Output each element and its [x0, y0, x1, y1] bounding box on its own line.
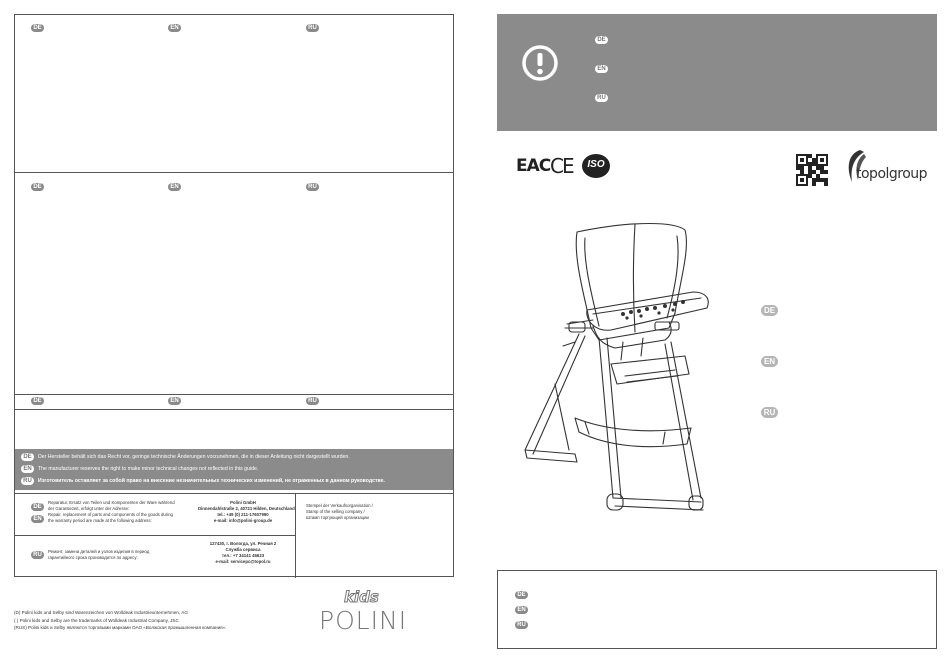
disclaimer-ru: RU Изготовитель оставляет за собой право…	[15, 476, 453, 487]
logo-polini-text: POLINI	[319, 606, 408, 635]
qr-code-icon[interactable]	[796, 154, 828, 186]
divider	[15, 172, 453, 173]
exclamation-circle-icon	[521, 44, 559, 87]
divider	[15, 493, 453, 494]
high-chair-illustration	[515, 218, 755, 518]
lang-badge-de: DE	[31, 183, 44, 191]
address-line: e-mail: info@polini-group.de	[213, 518, 273, 523]
repair-line: Ремонт, замена деталей и узлов изделия в…	[48, 549, 150, 554]
repair-line: the warranty period are made at the foll…	[48, 518, 152, 523]
stamp-line: Stamp of the selling company /	[306, 509, 365, 514]
iso-text: ISO	[587, 159, 605, 170]
repair-text-de-en: Reparatur, Ersatz von Teilen und Kompone…	[48, 500, 175, 524]
disclaimer-de: DE Der Hersteller behält sich das Recht …	[15, 452, 453, 463]
divider	[15, 409, 453, 410]
repair-address-de: Polini GmbH Dinnendahlstraße 2, 40721 Hi…	[198, 500, 295, 524]
lang-badge-en: EN	[515, 606, 528, 614]
address-line: Dinnendahlstraße 2, 40721 Hilden, Deutsc…	[198, 506, 295, 511]
address-line: Polini GmbH	[230, 500, 256, 505]
divider	[15, 535, 295, 536]
disclaimer-band: DE Der Hersteller behält sich das Recht …	[15, 449, 453, 490]
trademark-line: (D) Polini kids und Selby sind Warenzeic…	[14, 610, 188, 615]
lang-badge-ru: RU	[306, 24, 319, 32]
logo-kids-text: kids	[344, 588, 380, 607]
address-line: тел.: +7 34141 45623	[221, 553, 265, 558]
stamp-box: Stempel der Verkaufsorganisation / Stamp…	[306, 503, 373, 521]
lang-badge-ru: RU	[595, 94, 608, 102]
lang-badge-ru: RU	[21, 477, 34, 485]
topol-logo-icon	[844, 148, 868, 189]
disclaimer-text: Изготовитель оставляет за собой право на…	[38, 478, 385, 484]
lang-badge-en: EN	[761, 356, 778, 367]
left-page: DE EN RU DE EN RU DE EN RU DE Der Herste…	[14, 14, 454, 578]
address-line: 127430, г. Вологда, ул. Речная 2	[209, 541, 277, 546]
warning-panel: DE EN RU	[497, 14, 937, 131]
lang-badge-de: DE	[31, 397, 44, 405]
lang-badge-de: DE	[595, 36, 608, 44]
trademark-line: ( ) Polini kids and Selby are the tradem…	[14, 617, 179, 623]
disclaimer-en: EN The manufacturer reserves the right t…	[15, 464, 453, 475]
address-line: Служба сервиса	[225, 547, 261, 552]
lang-badge-en: EN	[168, 397, 181, 405]
lang-badge-en: EN	[21, 465, 34, 473]
repair-line: Reparatur, Ersatz von Teilen und Kompone…	[48, 500, 175, 505]
repair-line: Repair, replacement of parts and compone…	[48, 512, 173, 517]
repair-text-ru: Ремонт, замена деталей и узлов изделия в…	[48, 549, 149, 561]
lang-badge-de: DE	[31, 24, 44, 32]
address-line: e-mail: servicepc@topol.ru	[215, 559, 271, 564]
eac-mark: EAC	[516, 156, 551, 176]
topol-logo: topolgroup	[842, 148, 932, 188]
trademark-line: (RUS) Polini kids и Selby являются торго…	[14, 625, 227, 630]
lang-badge-en: EN	[595, 65, 608, 73]
disclaimer-text: The manufacturer reserves the right to m…	[38, 466, 259, 472]
repair-address-ru: 127430, г. Вологда, ул. Речная 2 Служба …	[198, 541, 288, 565]
ce-mark: CE	[550, 154, 575, 178]
bottom-info-box: DE EN RU	[497, 570, 937, 649]
stamp-line: Штамп торгующей организации	[306, 515, 369, 520]
lang-badge-de: DE	[21, 453, 34, 461]
address-line: tel.: +49 (0) 211-17607990	[217, 512, 269, 517]
lang-badge-de: DE	[31, 503, 44, 511]
lang-badge-en: EN	[31, 515, 44, 523]
lang-badge-ru: RU	[306, 183, 319, 191]
polini-kids-logo: kids POLINI	[316, 588, 408, 636]
lang-badge-en: EN	[168, 183, 181, 191]
iso-badge: ISO	[582, 154, 610, 178]
lang-badge-de: DE	[761, 305, 778, 316]
disclaimer-text: Der Hersteller behält sich das Recht vor…	[38, 454, 350, 460]
repair-line: der Garantiezeit, erfolgt unter der Adre…	[48, 506, 130, 511]
lang-badge-en: EN	[168, 24, 181, 32]
divider-vertical	[295, 493, 296, 578]
topol-logo-text: topolgroup	[856, 166, 928, 182]
lang-badge-ru: RU	[761, 407, 778, 418]
repair-line: гарантийного срока производится по адрес…	[48, 555, 138, 560]
trademark-notes: (D) Polini kids und Selby sind Warenzeic…	[14, 609, 226, 632]
stamp-line: Stempel der Verkaufsorganisation /	[306, 503, 373, 508]
lang-badge-ru: RU	[306, 397, 319, 405]
lang-badge-ru: RU	[31, 551, 44, 559]
lang-badge-ru: RU	[515, 621, 528, 629]
lang-badge-de: DE	[515, 591, 528, 599]
divider	[15, 394, 453, 395]
